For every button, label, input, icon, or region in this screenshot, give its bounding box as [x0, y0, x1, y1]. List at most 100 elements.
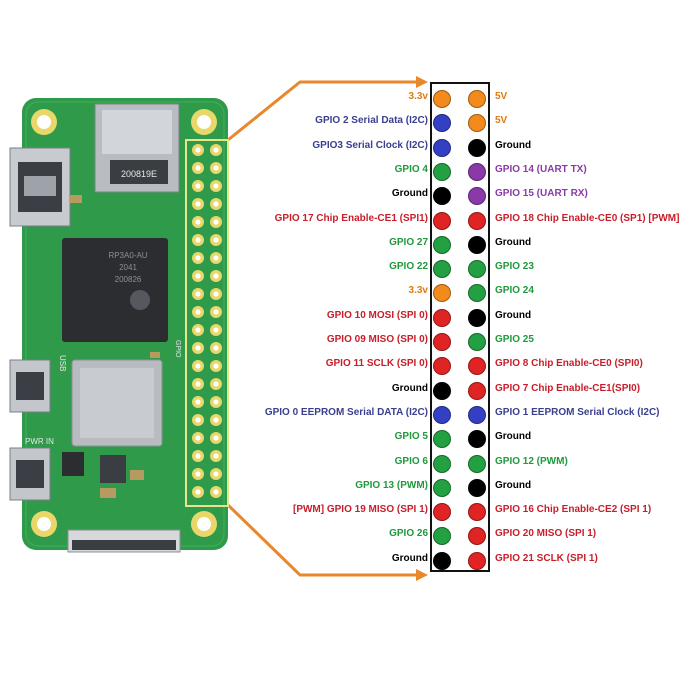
pin-label-right: 5V — [495, 91, 508, 102]
pin-label-right: Ground — [495, 139, 532, 151]
pin-left-27 — [433, 405, 451, 424]
pin-right-24 — [468, 357, 486, 376]
pin-right-18 — [468, 284, 486, 303]
pin-left-7 — [433, 162, 451, 181]
mounting-holes — [31, 109, 217, 537]
gpio-header-outline — [185, 139, 229, 507]
top-arrow-head — [416, 76, 428, 88]
pin-right-26 — [468, 381, 486, 400]
power-port — [9, 447, 51, 501]
pin-left-9 — [433, 187, 451, 206]
pin-left-15 — [433, 260, 451, 279]
pin-right-38 — [468, 527, 486, 546]
pin-right-14 — [468, 235, 486, 254]
pin-label-right: GPIO 15 (UART RX) — [495, 188, 588, 200]
pin-label-left: GPIO 0 EEPROM Serial DATA (I2C) — [264, 406, 428, 418]
pin-label-left: GPIO 5 — [394, 431, 428, 443]
pin-right-34 — [468, 478, 486, 497]
pin-header-box — [430, 82, 490, 572]
pin-left-1 — [433, 90, 451, 108]
sd-card-slot: 200819E — [94, 103, 180, 193]
pin-right-8 — [468, 162, 486, 181]
pin-label-right: GPIO 18 Chip Enable-CE0 (SP1) [PWM] — [495, 212, 680, 224]
pin-label-left: 3.3v — [408, 91, 428, 102]
pin-label-right: Ground — [495, 479, 532, 491]
pin-left-23 — [433, 357, 451, 376]
pin-right-2 — [468, 90, 486, 108]
pwr-in-label: PWR IN — [25, 437, 54, 446]
pin-label-right: GPIO 8 Chip Enable-CE0 (SPI0) — [495, 358, 643, 370]
pin-right-40 — [468, 551, 486, 570]
pin-right-10 — [468, 187, 486, 206]
pin-left-21 — [433, 333, 451, 351]
bottom-arrow-head — [416, 569, 428, 581]
pin-label-right: GPIO 24 — [495, 285, 534, 297]
usb-port — [9, 359, 51, 413]
pin-label-right: GPIO 23 — [495, 261, 534, 273]
pin-label-left: GPIO 4 — [394, 163, 428, 175]
pin-right-4 — [468, 114, 486, 133]
pin-right-20 — [468, 308, 486, 327]
pin-left-25 — [433, 381, 451, 400]
gpio-label: GPIO — [174, 340, 181, 358]
svg-text:2041: 2041 — [119, 263, 137, 272]
pin-label-left: GPIO 2 Serial Data (I2C) — [315, 115, 428, 127]
pin-label-left: [PWM] GPIO 19 MISO (SPI 1) — [292, 504, 428, 516]
pin-label-left: GPIO 22 — [389, 261, 428, 273]
pin-left-39 — [433, 551, 451, 570]
pin-label-left: GPIO 6 — [394, 455, 428, 467]
pin-label-right: 5V — [495, 115, 508, 127]
guide-arrows — [226, 76, 428, 581]
pin-label-left: GPIO 10 MOSI (SPI 0) — [326, 309, 428, 321]
pin-label-right: Ground — [495, 236, 532, 248]
pin-label-right: GPIO 21 SCLK (SPI 1) — [495, 552, 598, 564]
pin-left-5 — [433, 138, 451, 157]
pin-label-left: GPIO 11 SCLK (SPI 0) — [325, 358, 428, 370]
pin-label-left: GPIO3 Serial Clock (I2C) — [312, 139, 428, 151]
pin-label-left: Ground — [391, 552, 428, 564]
pin-label-right: GPIO 1 EEPROM Serial Clock (I2C) — [495, 406, 660, 418]
mini-hdmi-port — [9, 147, 71, 227]
pin-left-11 — [433, 211, 451, 230]
pin-left-19 — [433, 308, 451, 327]
pin-label-left: GPIO 26 — [389, 528, 428, 540]
pin-right-16 — [468, 260, 486, 279]
pin-label-right: GPIO 16 Chip Enable-CE2 (SPI 1) — [495, 504, 652, 516]
svg-text:RP3A0-AU: RP3A0-AU — [108, 251, 147, 260]
sd-slot-text: 200819E — [121, 169, 157, 179]
pin-left-37 — [433, 527, 451, 546]
soc-chip: RP3A0-AU 2041 200826 — [62, 238, 168, 342]
pin-left-13 — [433, 235, 451, 254]
pin-label-right: GPIO 20 MISO (SPI 1) — [495, 528, 597, 540]
usb-label: USB — [58, 355, 67, 371]
svg-text:200826: 200826 — [115, 275, 142, 284]
pin-label-right: GPIO 25 — [495, 334, 534, 345]
pin-left-31 — [433, 454, 451, 473]
pin-left-33 — [433, 478, 451, 497]
pin-label-left: 3.3v — [408, 285, 428, 297]
pin-label-left: GPIO 13 (PWM) — [355, 479, 428, 491]
pin-label-right: Ground — [495, 431, 532, 443]
pin-left-35 — [433, 503, 451, 522]
pin-right-12 — [468, 211, 486, 230]
pin-label-right: Ground — [495, 309, 532, 321]
pin-right-32 — [468, 454, 486, 473]
pin-left-17 — [433, 284, 451, 303]
camera-connector — [67, 529, 181, 553]
pin-label-left: GPIO 17 Chip Enable-CE1 (SPI1) — [274, 212, 428, 224]
pin-right-36 — [468, 503, 486, 522]
pin-label-right: GPIO 7 Chip Enable-CE1(SPI0) — [495, 382, 641, 394]
pin-right-6 — [468, 138, 486, 157]
pin-right-30 — [468, 430, 486, 449]
pin-right-28 — [468, 405, 486, 424]
pin-left-29 — [433, 430, 451, 449]
pin-label-right: GPIO 12 (PWM) — [495, 455, 568, 467]
small-components — [62, 195, 160, 498]
top-guide-line — [227, 80, 420, 142]
pin-right-22 — [468, 333, 486, 351]
pin-label-left: Ground — [391, 188, 428, 200]
pin-label-left: GPIO 09 MISO (SPI 0) — [326, 334, 428, 345]
pin-label-right: GPIO 14 (UART TX) — [495, 163, 587, 175]
